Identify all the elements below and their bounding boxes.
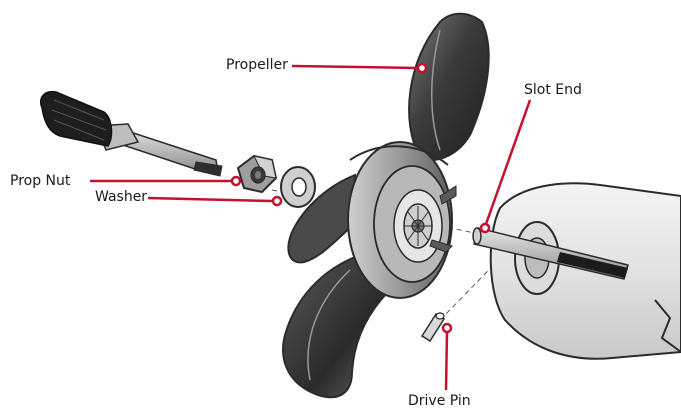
propeller-leader <box>291 64 419 70</box>
slot-end-label: Slot End <box>524 82 582 98</box>
propeller-hub <box>347 141 457 299</box>
prop-nut <box>236 154 278 194</box>
callout-endpoints <box>230 62 491 334</box>
propeller-upper-blade <box>408 12 490 161</box>
washer-label: Washer <box>95 189 148 205</box>
drive-pin-endpoint <box>441 322 453 334</box>
propeller-lower-blade <box>282 253 397 399</box>
screwdriver <box>40 90 223 177</box>
propeller-label: Propeller <box>226 57 288 73</box>
slot-end-endpoint <box>479 222 491 234</box>
prop-nut-label: Prop Nut <box>10 173 71 189</box>
propeller-left-blade <box>287 173 357 264</box>
drive-pin-leader <box>444 331 449 391</box>
washer-leader <box>147 196 273 203</box>
drive-pin <box>420 312 446 343</box>
drive-pin-label: Drive Pin <box>408 393 471 409</box>
washer-endpoint <box>271 195 283 207</box>
motor-housing <box>489 182 681 360</box>
prop-nut-endpoint <box>230 175 242 187</box>
callout-leaders <box>90 64 532 391</box>
washer <box>280 166 316 208</box>
drive-pin-axis-line <box>439 237 521 321</box>
propeller-endpoint <box>416 62 428 74</box>
propeller-shaft <box>472 227 629 280</box>
slot-end-leader <box>484 99 532 225</box>
